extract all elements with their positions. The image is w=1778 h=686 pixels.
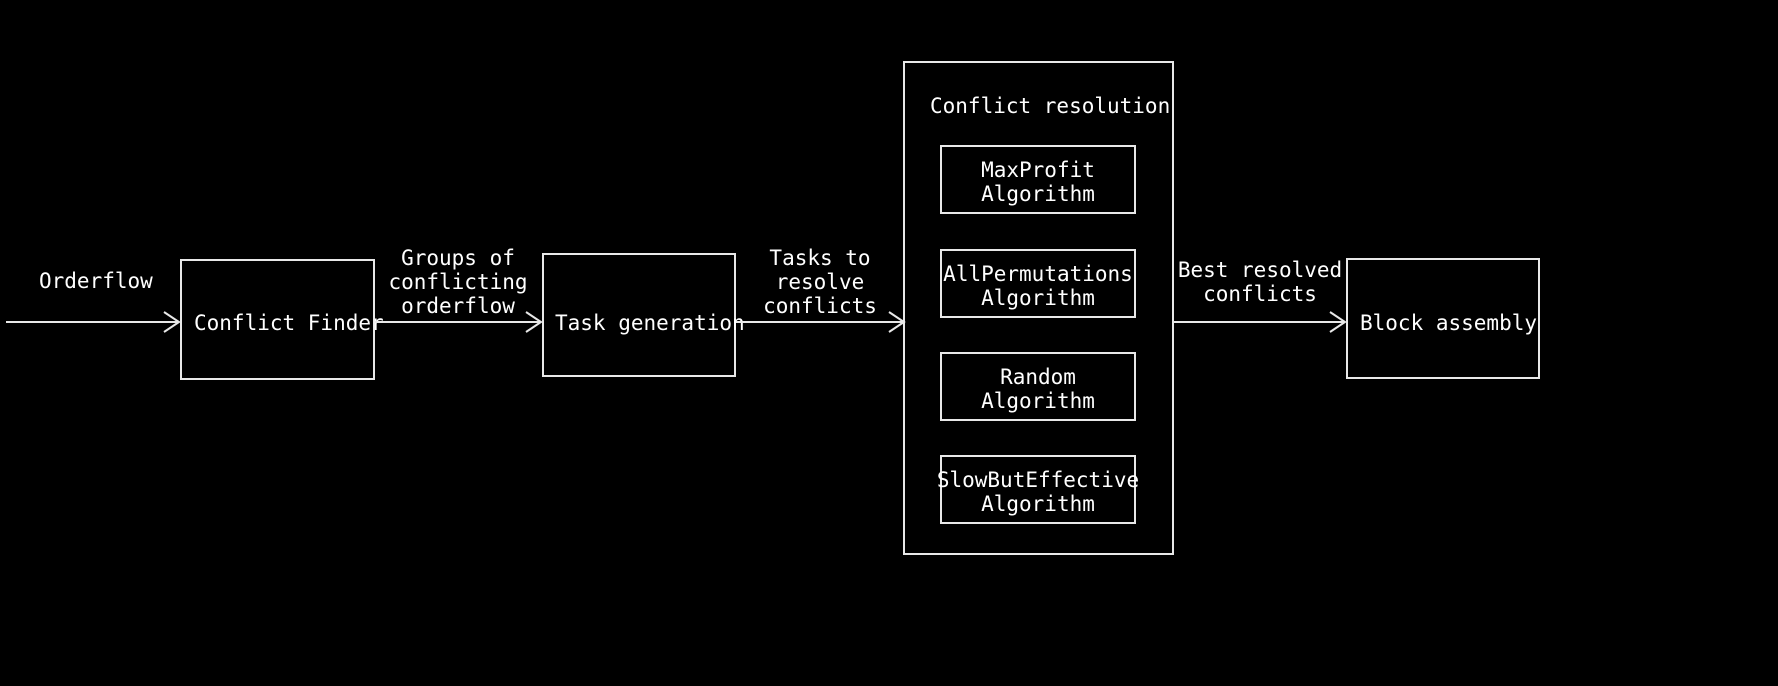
- node-label-task-generation: Task generation: [555, 311, 745, 335]
- node-conflict-finder[interactable]: Conflict Finder: [180, 259, 384, 380]
- edge-label-line-1: Groups of: [401, 246, 515, 270]
- edge-label-line-2: conflicts: [1203, 282, 1317, 306]
- node-block-assembly[interactable]: Block assembly: [1346, 258, 1540, 379]
- algorithm-label-line-1: Random: [1000, 365, 1076, 389]
- algorithm-box-random[interactable]: Random Algorithm: [940, 352, 1136, 421]
- edge-groups-of-conflicting-orderflow: Groups of conflicting orderflow: [375, 246, 543, 333]
- group-title-conflict-resolution: Conflict resolution: [930, 94, 1170, 118]
- algorithm-label-line-2: Algorithm: [981, 286, 1095, 310]
- algorithm-label-line-2: Algorithm: [981, 182, 1095, 206]
- algorithm-box-slowbuteffective[interactable]: SlowButEffective Algorithm: [937, 455, 1139, 524]
- algorithm-label-line-1: AllPermutations: [943, 262, 1133, 286]
- edge-label-line-2: conflicting: [388, 270, 527, 294]
- algorithm-box-allpermutations[interactable]: AllPermutations Algorithm: [940, 249, 1136, 318]
- algorithm-label-line-1: SlowButEffective: [937, 468, 1139, 492]
- entry-label-orderflow: Orderflow: [39, 269, 153, 293]
- node-label-conflict-finder: Conflict Finder: [194, 311, 384, 335]
- edge-label-line-3: conflicts: [763, 294, 877, 318]
- node-task-generation[interactable]: Task generation: [542, 253, 745, 377]
- edge-label-line-1: Best resolved: [1178, 258, 1342, 282]
- node-label-block-assembly: Block assembly: [1360, 311, 1537, 335]
- edge-label-line-3: orderflow: [401, 294, 515, 318]
- edge-orderflow-arrow: [6, 311, 181, 333]
- algorithm-box-maxprofit[interactable]: MaxProfit Algorithm: [940, 145, 1136, 214]
- algorithm-label-line-2: Algorithm: [981, 492, 1095, 516]
- edge-tasks-to-resolve-conflicts: Tasks to resolve conflicts: [736, 246, 906, 333]
- algorithm-label-line-1: MaxProfit: [981, 158, 1095, 182]
- algorithm-label-line-2: Algorithm: [981, 389, 1095, 413]
- edge-best-resolved-conflicts: Best resolved conflicts: [1174, 258, 1347, 333]
- edge-label-line-2: resolve: [776, 270, 865, 294]
- group-conflict-resolution: Conflict resolution MaxProfit Algorithm …: [903, 61, 1174, 555]
- edge-label-line-1: Tasks to: [769, 246, 870, 270]
